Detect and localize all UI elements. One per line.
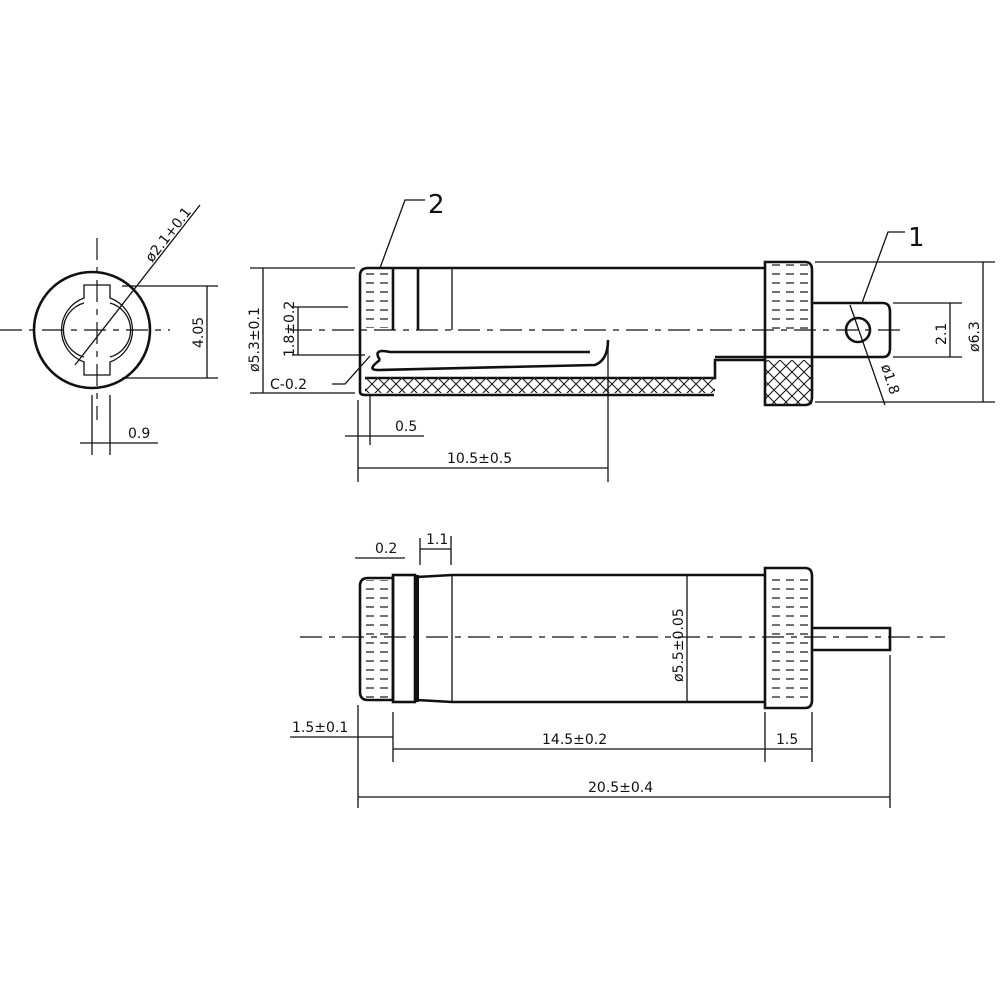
- callout-part-2: 2: [428, 190, 445, 220]
- key-height-label: 4.05: [191, 317, 207, 348]
- cap-left-label: 1.5±0.1: [292, 720, 348, 736]
- body-diameter-label: ø5.5±0.05: [671, 608, 687, 682]
- ring-label: 1.1: [426, 532, 448, 548]
- groove-label: 0.2: [375, 541, 397, 557]
- slot-diameter-label: ø2.1+0.1: [143, 205, 196, 266]
- tab-width-label: 2.1: [934, 323, 950, 345]
- spring-gap-label: 1.8±0.2: [282, 301, 298, 357]
- spring-length-label: 10.5±0.5: [447, 451, 512, 467]
- top-view: ø5.5±0.05 0.2 1.1 1.5±0.1 14.5±0.2 1.5 2…: [290, 532, 945, 808]
- wall-label: 0.5: [395, 419, 417, 435]
- side-section-view: ø1.8 1 2 ø5.3±0.1 1.8±0.2 C-0.2 0.5 10.5…: [247, 190, 995, 482]
- key-width-label: 0.9: [128, 426, 150, 442]
- cap-right-label: 1.5: [776, 732, 798, 748]
- body-length-label: 14.5±0.2: [542, 732, 607, 748]
- overall-length-label: 20.5±0.4: [588, 780, 653, 796]
- end-view: ø2.1+0.1 4.05 0.9: [0, 205, 218, 455]
- chamfer-label: C-0.2: [270, 377, 307, 393]
- cap-diameter-label: ø6.3: [967, 321, 983, 352]
- outer-diameter-label: ø5.3±0.1: [247, 307, 263, 372]
- callout-part-1: 1: [908, 223, 925, 253]
